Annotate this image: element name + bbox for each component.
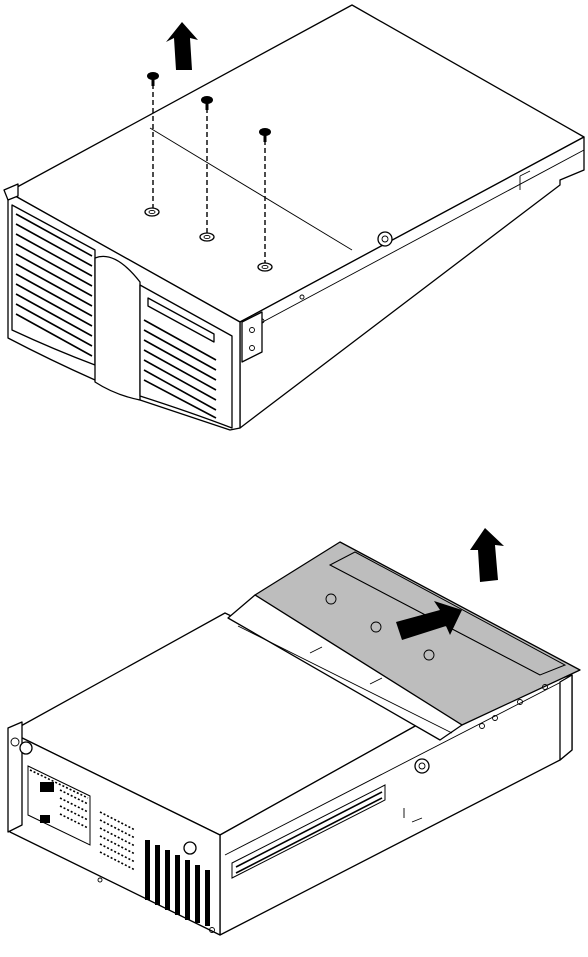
power-connector-icon — [40, 782, 54, 792]
top-panel-chassis-front — [0, 0, 588, 470]
screw-icon[interactable] — [147, 72, 159, 86]
screw-hole — [145, 208, 159, 216]
rack-ear-left — [8, 722, 22, 832]
lock-icon — [415, 759, 429, 773]
up-arrow-icon — [470, 528, 504, 582]
screw-hole — [200, 233, 214, 241]
thumbscrew-icon[interactable] — [184, 842, 196, 854]
bezel-door[interactable] — [95, 256, 140, 400]
thumbscrew-icon[interactable] — [20, 742, 32, 754]
up-arrow-icon — [166, 22, 198, 70]
screw-hole — [258, 263, 272, 271]
bottom-panel-chassis-rear — [0, 470, 588, 957]
rack-ear-right — [560, 675, 572, 760]
lock-icon — [378, 232, 392, 246]
